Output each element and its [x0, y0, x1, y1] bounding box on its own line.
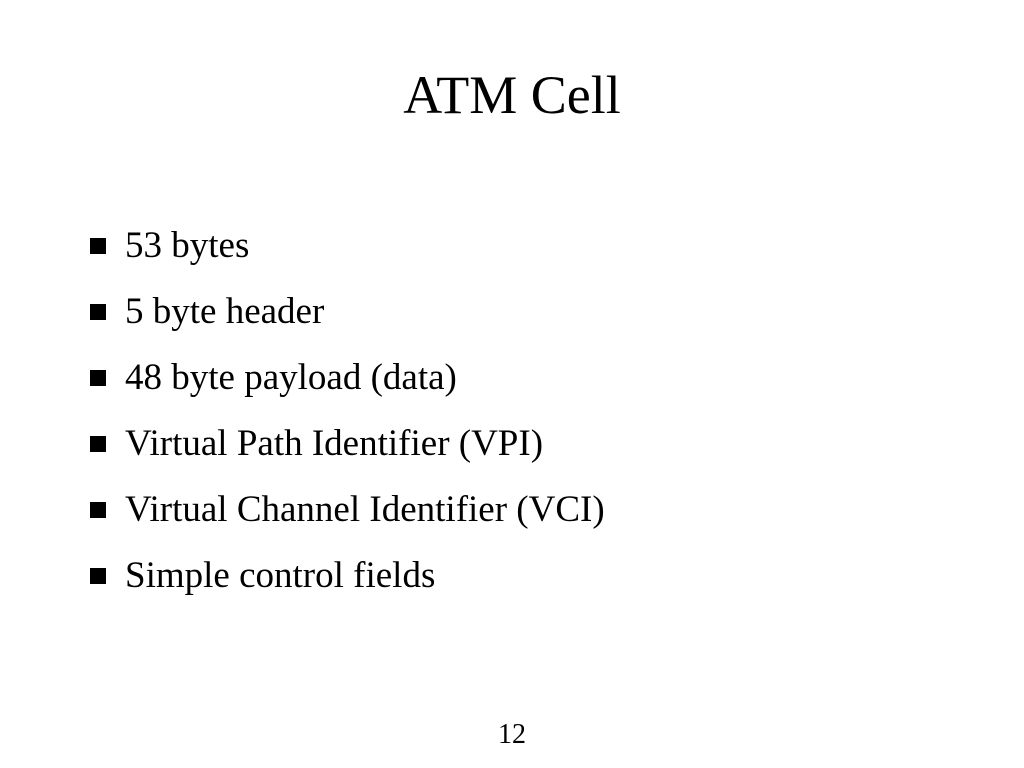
- bullet-item: Virtual Path Identifier (VPI): [90, 411, 605, 477]
- square-bullet-icon: [90, 304, 106, 320]
- bullet-text: Simple control fields: [125, 555, 436, 596]
- bullet-text: 5 byte header: [125, 291, 325, 332]
- bullet-item: Virtual Channel Identifier (VCI): [90, 477, 605, 543]
- bullet-item: 53 bytes: [90, 213, 605, 279]
- page-number: 12: [498, 719, 526, 750]
- square-bullet-icon: [90, 502, 106, 518]
- bullet-text: Virtual Channel Identifier (VCI): [125, 489, 605, 530]
- square-bullet-icon: [90, 238, 106, 254]
- bullet-item: Simple control fields: [90, 543, 605, 609]
- bullet-text: 48 byte payload (data): [125, 357, 457, 398]
- bullet-item: 48 byte payload (data): [90, 345, 605, 411]
- square-bullet-icon: [90, 436, 106, 452]
- bullet-list: 53 bytes 5 byte header 48 byte payload (…: [90, 213, 605, 609]
- square-bullet-icon: [90, 568, 106, 584]
- square-bullet-icon: [90, 370, 106, 386]
- bullet-text: 53 bytes: [125, 225, 250, 266]
- slide-title: ATM Cell: [403, 65, 621, 125]
- bullet-item: 5 byte header: [90, 279, 605, 345]
- bullet-text: Virtual Path Identifier (VPI): [125, 423, 544, 464]
